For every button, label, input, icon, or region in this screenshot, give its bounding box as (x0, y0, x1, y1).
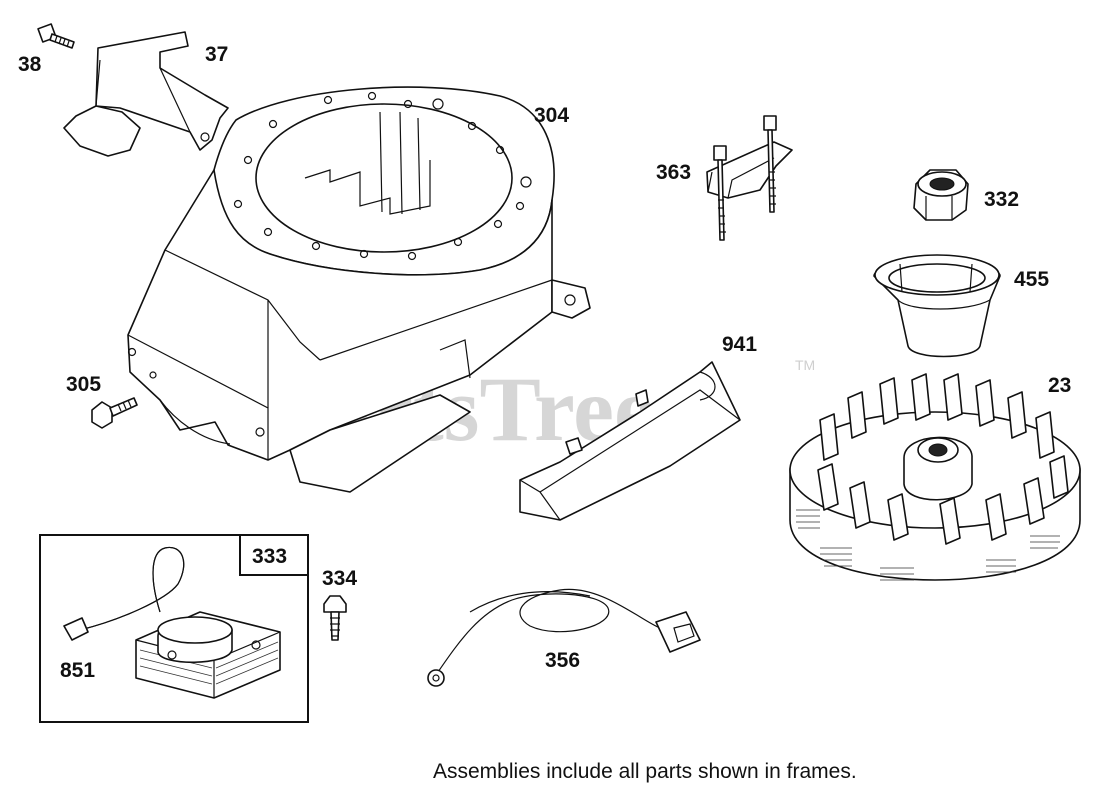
callout-333: 333 (252, 545, 287, 568)
callout-334: 334 (322, 567, 357, 590)
callout-305: 305 (66, 373, 101, 396)
callout-851: 851 (60, 659, 95, 682)
part-363-bracket[interactable] (706, 115, 793, 241)
callout-37: 37 (205, 43, 228, 66)
part-304-blower-housing[interactable] (127, 86, 591, 493)
assembly-frame-333[interactable] (39, 534, 309, 723)
part-851-ignition-coil[interactable] (63, 546, 281, 699)
part-305-bolt[interactable] (91, 397, 138, 429)
callout-455: 455 (1014, 268, 1049, 291)
part-23-flywheel[interactable] (789, 373, 1081, 581)
part-356-ground-wire[interactable] (427, 588, 701, 687)
callout-38: 38 (18, 53, 42, 76)
flywheel-side-hatching (796, 509, 1060, 581)
caption: Assemblies include all parts shown in fr… (433, 760, 857, 783)
callout-23: 23 (1048, 374, 1071, 397)
callout-356: 356 (545, 649, 580, 672)
part-455-starter-cup[interactable] (873, 254, 1001, 358)
part-37-air-guide[interactable] (63, 31, 229, 157)
part-332-nut[interactable] (913, 169, 969, 221)
watermark-trademark: TM (795, 357, 815, 373)
housing-bolt-holes (233, 91, 532, 261)
part-334-screw[interactable] (323, 595, 347, 641)
part-38-screw[interactable] (37, 23, 75, 49)
callout-363: 363 (656, 161, 691, 184)
flywheel-fins (817, 373, 1069, 545)
callout-332: 332 (984, 188, 1019, 211)
callout-304: 304 (534, 104, 569, 127)
part-941-air-guide[interactable] (519, 361, 741, 521)
callout-941: 941 (722, 333, 757, 356)
